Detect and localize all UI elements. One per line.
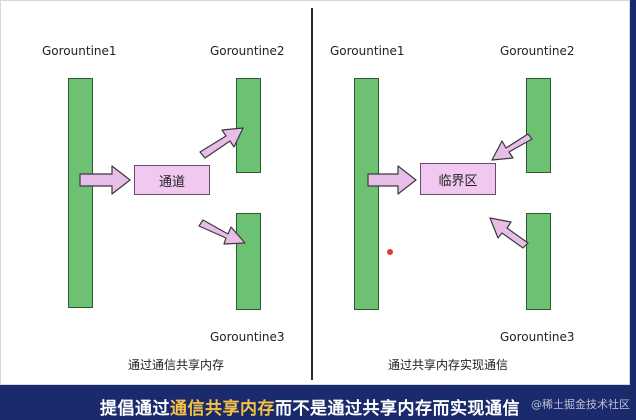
arrow-channel-to-g2 [199,127,244,159]
footer-highlight: 通信共享内存 [170,399,275,419]
right-goroutine2-bar [526,78,551,173]
left-goroutine2-label: Gorountine2 [210,44,285,58]
left-goroutine2-bar [236,78,261,173]
right-goroutine1-label: Gorountine1 [330,44,405,58]
footer-bar [0,386,636,420]
footer-subtitle: 提倡通过通信共享内存而不是通过共享内存而实现通信 [100,394,520,419]
arrow-g1-to-channel [79,165,131,195]
arrow-g3-to-critical [489,217,529,249]
cursor-dot [387,249,393,255]
panel-divider [311,8,313,380]
arrow-g2-to-critical [491,133,533,161]
channel-box: 通道 [134,165,210,195]
critical-section-box: 临界区 [420,163,496,195]
footer-part1: 提倡通过 [100,399,170,419]
watermark: @稀土掘金技术社区 [531,398,630,411]
right-goroutine2-label: Gorountine2 [500,44,575,58]
left-goroutine3-label: Gorountine3 [210,330,285,344]
right-goroutine3-label: Gorountine3 [500,330,575,344]
left-caption: 通过通信共享内存 [128,358,225,372]
right-caption: 通过共享内存实现通信 [388,358,509,372]
left-goroutine3-bar [236,213,261,310]
arrow-channel-to-g3 [198,219,246,245]
right-goroutine1-bar [354,78,379,310]
diagram-panel [0,0,630,385]
left-goroutine1-label: Gorountine1 [42,44,117,58]
right-goroutine3-bar [526,213,551,310]
left-goroutine1-bar [68,78,93,308]
arrow-g1-to-critical [367,165,417,195]
footer-part2: 而不是通过共享内存而实现通信 [275,399,520,419]
